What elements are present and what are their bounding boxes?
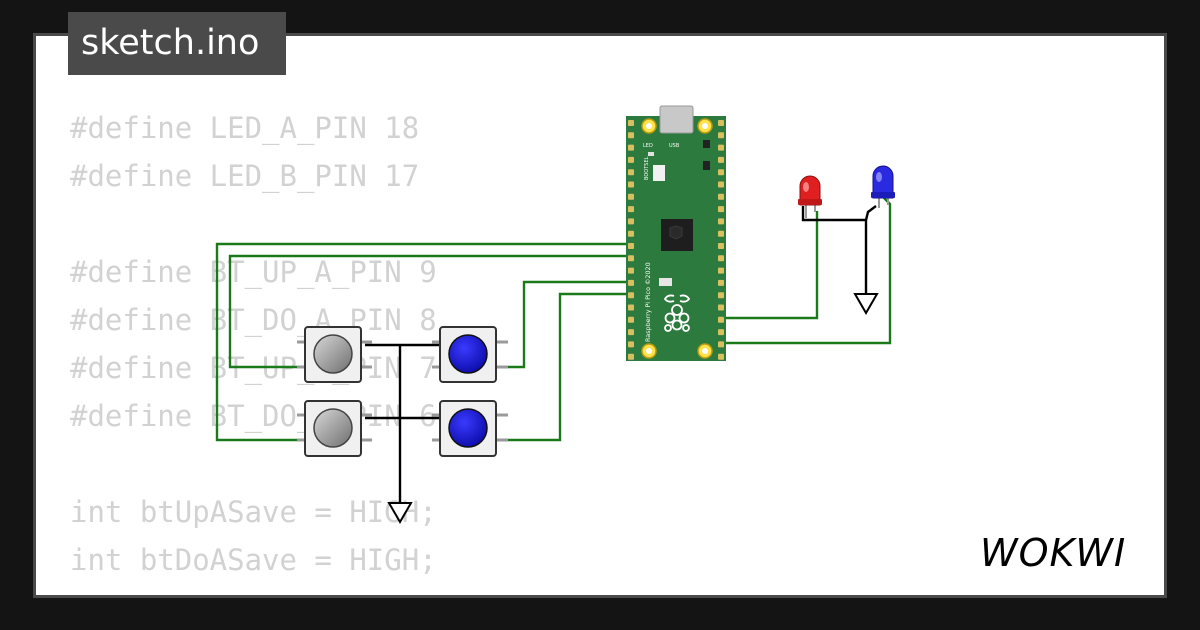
pin-hole[interactable] <box>718 230 724 237</box>
pin-hole[interactable] <box>718 193 724 200</box>
pin-hole[interactable] <box>718 341 724 348</box>
wire-bt-up-a[interactable] <box>496 280 636 369</box>
wire-bt-up-b[interactable] <box>228 254 636 369</box>
pin-hole[interactable] <box>718 279 724 286</box>
pin-hole[interactable] <box>718 329 724 336</box>
pin-hole[interactable] <box>718 353 724 360</box>
pin-hole[interactable] <box>628 243 634 249</box>
push-button-up-a[interactable] <box>432 326 508 383</box>
wire-bt-do-b[interactable] <box>215 242 636 442</box>
pin-hole[interactable] <box>718 132 724 139</box>
blue-led[interactable] <box>871 165 895 208</box>
bootsel-label: BOOTSEL <box>644 156 650 180</box>
pin-hole[interactable] <box>628 341 634 348</box>
signal-wires <box>215 197 892 442</box>
pin-hole[interactable] <box>718 304 724 311</box>
red-led[interactable] <box>798 175 822 218</box>
pin-hole[interactable] <box>628 193 634 200</box>
raspberry-pi-pico[interactable]: LED USB BOOTSEL Raspberry Pi Pico ©2020 <box>626 105 726 361</box>
push-button-up-b[interactable] <box>297 326 372 383</box>
push-button-do-a[interactable] <box>432 400 508 457</box>
pin-hole[interactable] <box>628 181 634 188</box>
pin-hole[interactable] <box>628 329 634 336</box>
code-line: #define BT_UP_A_PIN 9 <box>70 255 437 289</box>
pin-hole[interactable] <box>718 181 724 188</box>
pin-hole[interactable] <box>628 255 634 262</box>
ground-symbol <box>387 502 413 524</box>
pin-hole[interactable] <box>718 292 724 299</box>
pin-hole[interactable] <box>628 132 634 139</box>
pin-hole[interactable] <box>628 156 634 163</box>
wokwi-logo-text: WOKWI <box>980 531 1126 574</box>
pin-hole[interactable] <box>718 218 724 225</box>
wire-bt-do-a[interactable] <box>496 292 636 442</box>
board-model-text: Raspberry Pi Pico ©2020 <box>644 262 652 342</box>
pin-hole[interactable] <box>628 353 634 360</box>
code-line: int btDoASave = HIGH; <box>70 543 437 577</box>
pin-hole[interactable] <box>628 279 634 286</box>
push-button-do-b[interactable] <box>297 400 372 457</box>
pin-hole[interactable] <box>628 267 634 274</box>
pin-hole[interactable] <box>718 206 724 213</box>
diagram-canvas: #define LED_A_PIN 18 #define LED_B_PIN 17… <box>33 33 1167 598</box>
ground-symbol <box>853 293 879 315</box>
led-label: LED <box>643 143 653 149</box>
pin-hole[interactable] <box>628 218 634 225</box>
pin-headers <box>628 120 724 360</box>
pin-hole[interactable] <box>628 230 634 237</box>
pin-hole[interactable] <box>718 255 724 262</box>
pin-hole[interactable] <box>718 169 724 176</box>
pin-hole[interactable] <box>718 144 724 151</box>
pin-hole[interactable] <box>718 267 724 274</box>
pin-hole[interactable] <box>628 120 634 126</box>
code-line: #define LED_B_PIN 17 <box>70 159 420 193</box>
pin-hole[interactable] <box>628 304 634 311</box>
pin-hole[interactable] <box>718 316 724 323</box>
usb-label: USB <box>669 143 680 149</box>
ground-wires <box>365 205 877 505</box>
wokwi-logo: WOKWI <box>980 531 1126 574</box>
pin-hole[interactable] <box>718 120 724 126</box>
code-line: int btUpBSave = HIGH; <box>70 584 437 595</box>
file-tab[interactable]: sketch.ino <box>68 12 286 75</box>
pin-hole[interactable] <box>628 292 634 299</box>
code-line: int btUpASave = HIGH; <box>70 495 437 529</box>
wire-led-a[interactable] <box>719 211 819 320</box>
pin-hole[interactable] <box>628 206 634 213</box>
code-preview: #define LED_A_PIN 18 #define LED_B_PIN 17… <box>70 104 437 595</box>
pin-hole[interactable] <box>718 156 724 163</box>
pin-hole[interactable] <box>628 169 634 176</box>
pin-hole[interactable] <box>628 316 634 323</box>
raspberry-logo-icon <box>663 294 691 332</box>
pin-hole[interactable] <box>628 144 634 151</box>
code-line: #define LED_A_PIN 18 <box>70 111 420 145</box>
pin-hole[interactable] <box>718 243 724 249</box>
